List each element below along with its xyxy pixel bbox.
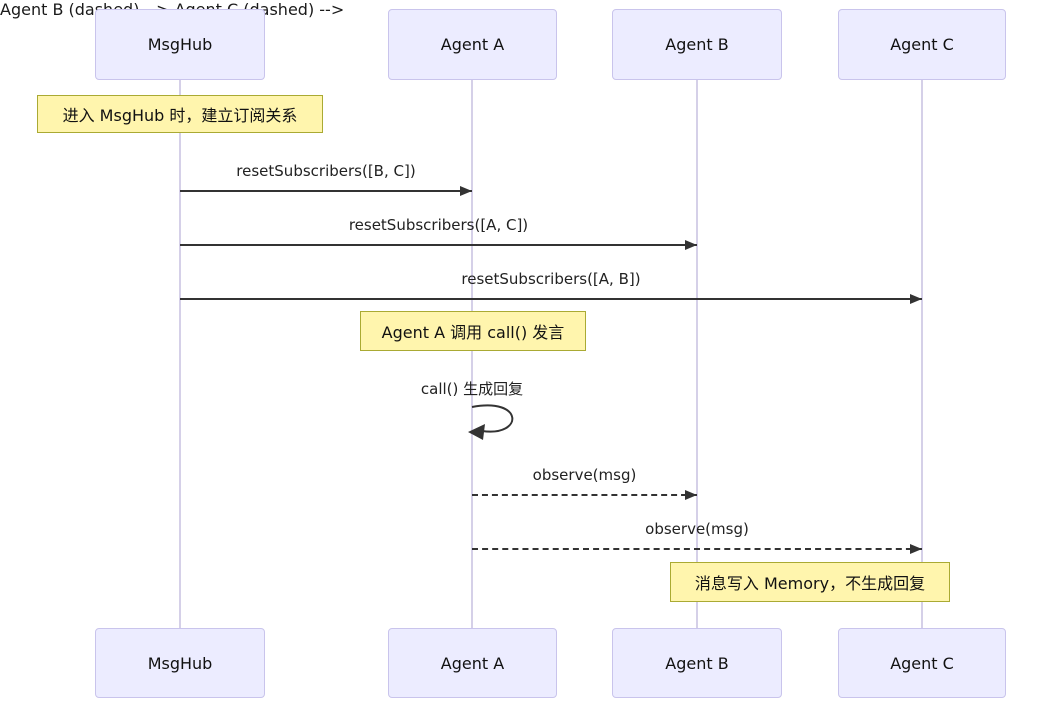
note-text: 进入 MsgHub 时，建立订阅关系 (62, 106, 298, 125)
actor-label: MsgHub (147, 35, 213, 54)
actor-bottom-msghub: MsgHub (95, 628, 265, 698)
actor-label: MsgHub (147, 653, 213, 673)
message-line-dashed (472, 544, 922, 554)
note-text: 消息写入 Memory，不生成回复 (694, 574, 926, 593)
message-label: observe(msg) (645, 520, 749, 538)
self-message-label: call() 生成回复 (420, 380, 524, 398)
actor-label: Agent A (440, 35, 505, 54)
actor-top-msghub: MsgHub (95, 9, 265, 80)
message-label: observe(msg) (532, 466, 637, 484)
note-text: Agent A 调用 call() 发言 (381, 323, 565, 342)
message-label: resetSubscribers([A, C]) (348, 216, 529, 234)
message-line (180, 240, 697, 250)
arrowhead-icon (910, 544, 922, 554)
message-line (180, 186, 472, 196)
arrowhead-icon (685, 240, 697, 250)
arrowhead-icon (460, 186, 472, 196)
arrowhead-icon (910, 294, 922, 304)
note-agent-a-call: Agent A 调用 call() 发言 (360, 311, 586, 351)
actor-top-agent-c: Agent C (838, 9, 1006, 80)
actor-bottom-agent-b: Agent B (612, 628, 782, 698)
actor-label: Agent B (665, 653, 729, 673)
message-line-dashed (472, 490, 697, 500)
actor-bottom-agent-c: Agent C (838, 628, 1006, 698)
message-label: resetSubscribers([B, C]) (236, 162, 416, 180)
message-line (180, 294, 922, 304)
actor-label: Agent A (440, 653, 505, 673)
lifeline-msghub (179, 80, 181, 628)
arrowhead-icon (685, 490, 697, 500)
self-loop-arrow (468, 404, 514, 440)
actor-label: Agent B (665, 35, 729, 54)
actor-top-agent-b: Agent B (612, 9, 782, 80)
lifeline-agent-b (696, 80, 698, 628)
message-label: resetSubscribers([A, B]) (461, 270, 641, 288)
lifeline-agent-a (471, 80, 473, 628)
note-memory-write: 消息写入 Memory，不生成回复 (670, 562, 950, 602)
lifeline-agent-c (921, 80, 923, 628)
actor-top-agent-a: Agent A (388, 9, 557, 80)
actor-label: Agent C (890, 653, 954, 673)
actor-label: Agent C (890, 35, 954, 54)
note-subscribe-setup: 进入 MsgHub 时，建立订阅关系 (37, 95, 323, 133)
actor-bottom-agent-a: Agent A (388, 628, 557, 698)
